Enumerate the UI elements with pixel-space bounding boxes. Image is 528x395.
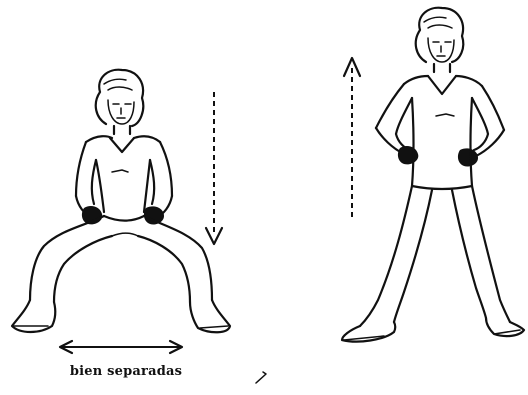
standing-figure bbox=[342, 8, 524, 342]
down-arrow-icon bbox=[206, 92, 222, 244]
caption-bien-separadas: bien separadas bbox=[66, 364, 186, 379]
up-arrow-icon bbox=[344, 58, 360, 218]
stray-mark-icon bbox=[256, 372, 266, 383]
wide-stance-arrow-icon bbox=[60, 341, 182, 353]
squat-figure bbox=[12, 70, 230, 333]
